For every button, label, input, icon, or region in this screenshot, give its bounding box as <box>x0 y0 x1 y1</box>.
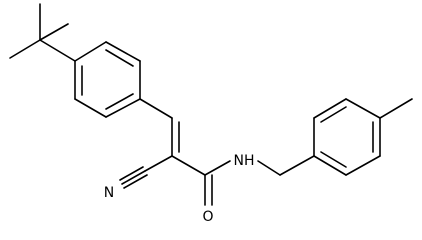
ring1-bond-2 <box>74 98 107 118</box>
ring2-bond-3 <box>345 98 381 119</box>
ring2-inner-double-1 <box>320 106 347 123</box>
bond-alpha-to-carbonyl <box>171 155 206 176</box>
bond-alpha-to-nitrile-carbon <box>144 155 173 172</box>
molecule-diagram: N NH O <box>9 3 413 225</box>
methylbenzyl-ring <box>313 98 413 176</box>
bond-carbonyl-to-nitrogen <box>204 160 231 176</box>
bond-ring-to-methyl <box>379 98 413 119</box>
nitrile-nitrogen-label: N <box>104 185 114 201</box>
ring1-bond-3 <box>105 98 141 118</box>
bond-nitrile-triple-c <box>119 166 144 181</box>
ring1-inner-double-3 <box>105 49 134 67</box>
bond-ring-to-vinyl <box>139 98 173 119</box>
ring2-bond-6 <box>313 155 347 176</box>
ring2-bond-5 <box>345 155 381 176</box>
tert-butylphenyl-ring <box>74 41 141 118</box>
carbonyl-oxygen-label: O <box>202 209 213 225</box>
atom-labels: N NH O <box>104 153 255 225</box>
bond-ch2-to-ring <box>279 155 315 176</box>
structure-canvas: N NH O <box>9 3 413 225</box>
bond-nitrile-triple-a <box>121 170 146 185</box>
acrylonitrile-backbone <box>119 98 315 206</box>
ring1-bond-5 <box>105 41 141 62</box>
bond-nitrogen-to-ch2 <box>257 160 281 176</box>
bond-quaternary-to-ring <box>39 39 76 62</box>
amide-nh-label: NH <box>234 153 255 169</box>
bond-methyl-left <box>9 39 41 59</box>
bond-nitrile-triple-b <box>123 174 148 189</box>
ring1-inner-double-2 <box>105 93 134 110</box>
ring2-bond-2 <box>313 98 347 119</box>
ring2-inner-double-3 <box>320 151 347 168</box>
tert-butyl-group <box>9 3 76 62</box>
bond-methyl-right <box>39 23 69 41</box>
ring1-bond-6 <box>74 41 107 62</box>
